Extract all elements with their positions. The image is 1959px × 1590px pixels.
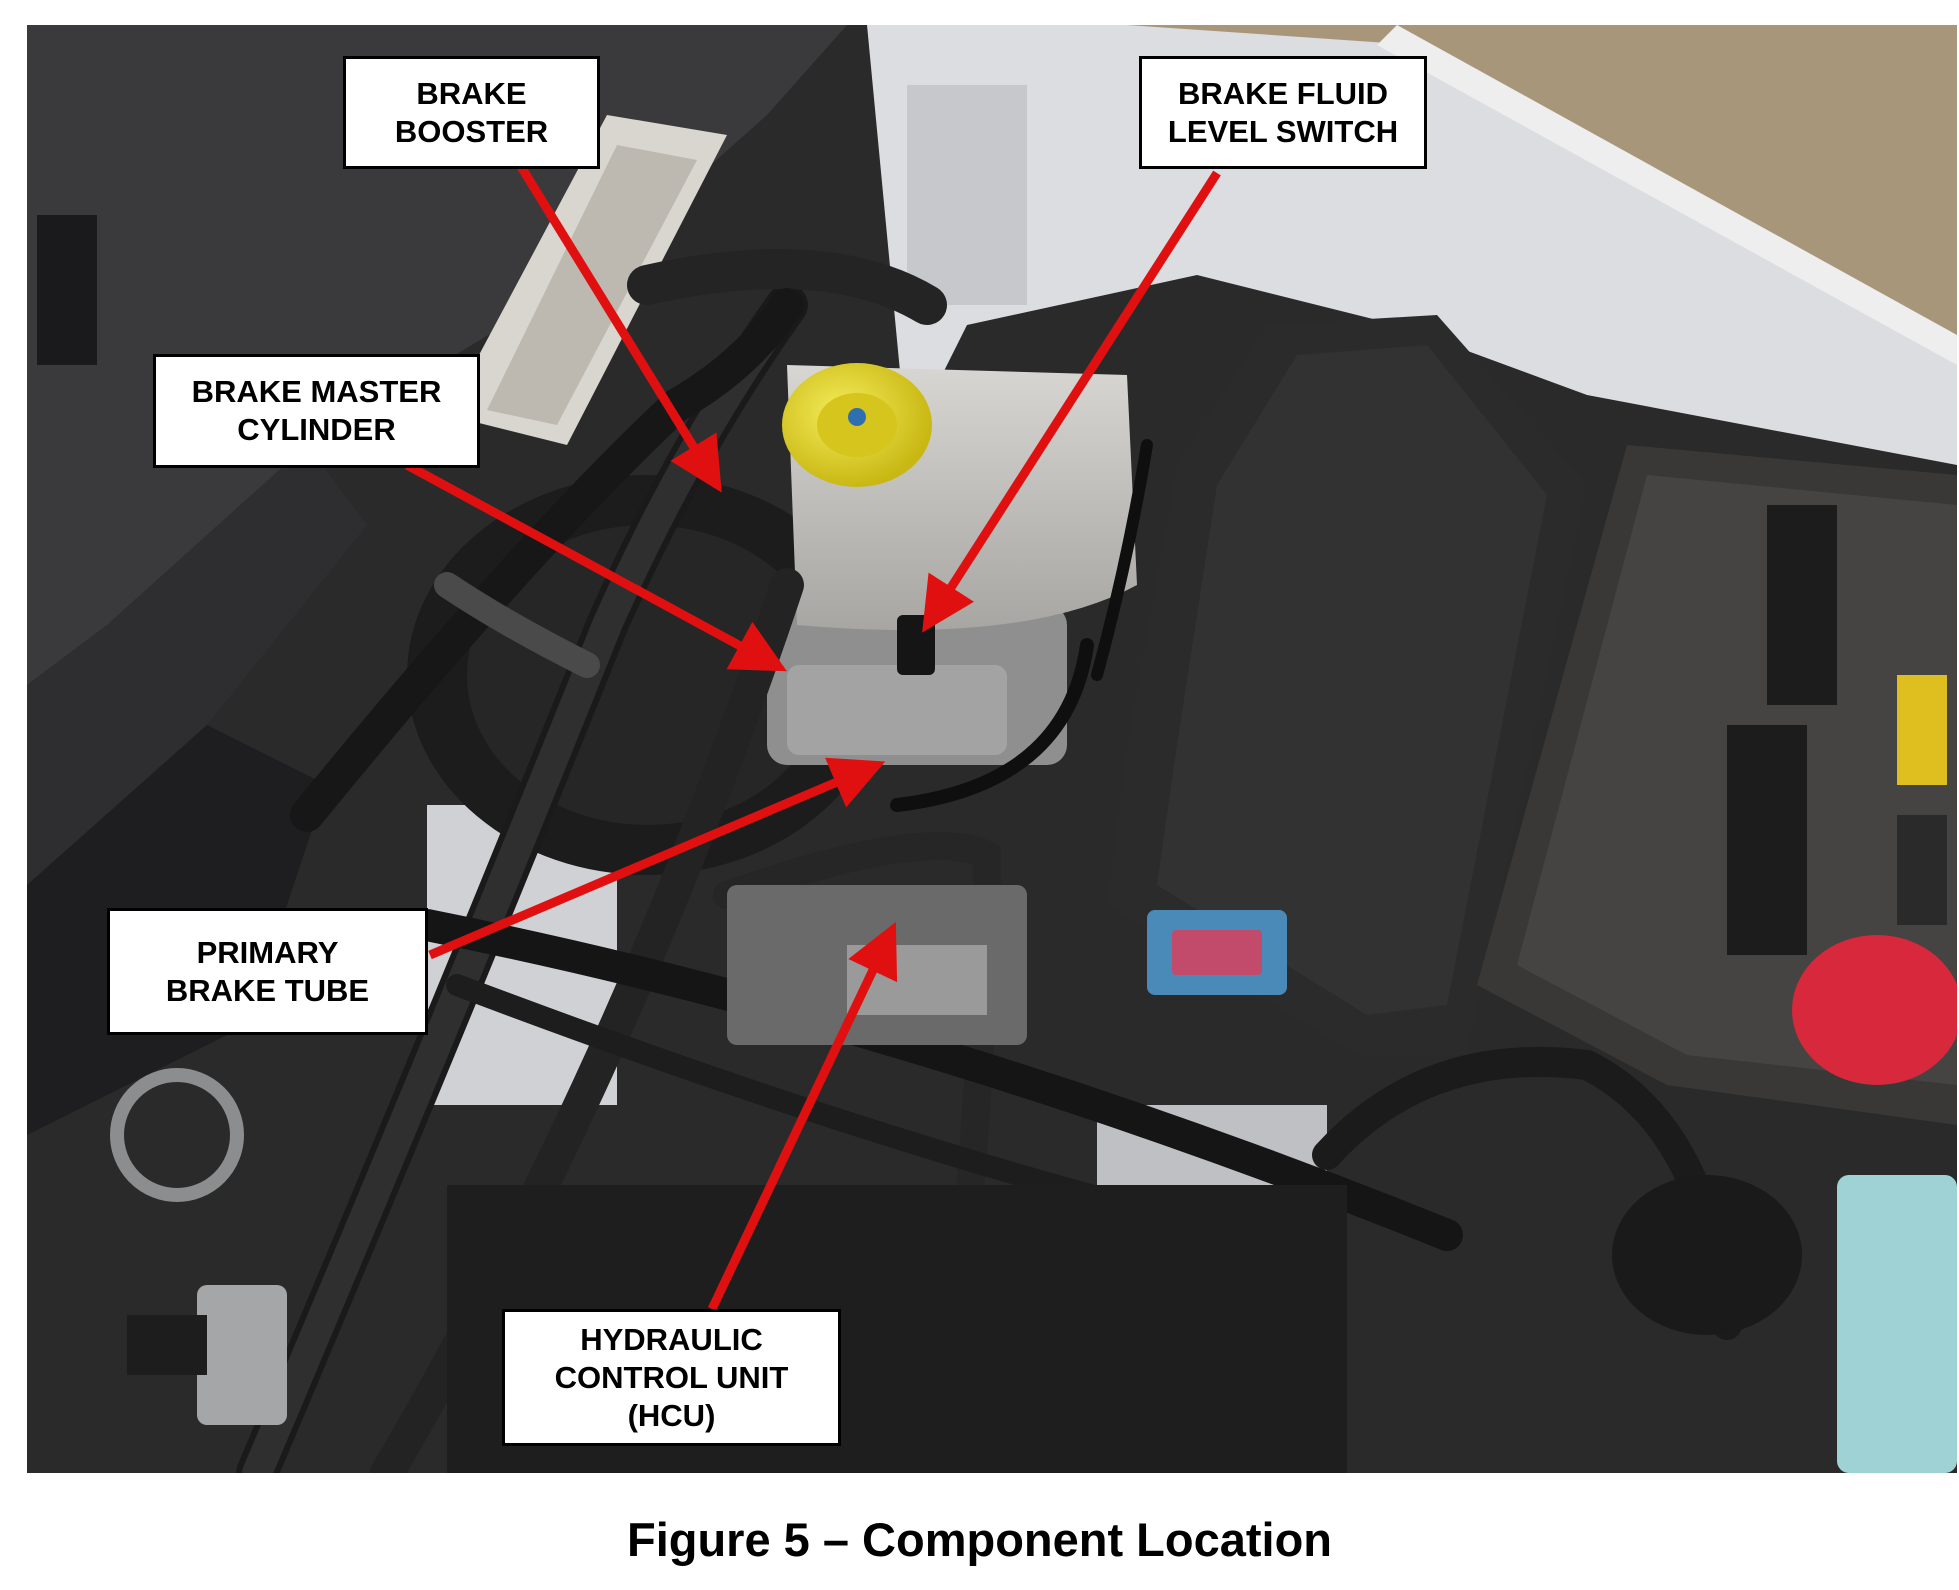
brake-booster-label-line1: BRAKE [416, 75, 527, 111]
power-distribution-center [1107, 315, 1587, 1055]
brake-booster-label-line2: BOOSTER [394, 113, 549, 149]
hydraulic-control-unit-label-line1: HYDRAULIC [580, 1321, 763, 1357]
brake-fluid-level-switch-label-line1: BRAKE FLUID [1177, 75, 1389, 111]
figure-caption: Figure 5 – Component Location [626, 1513, 1333, 1566]
brake-booster-label: BRAKE BOOSTER [343, 56, 600, 169]
hydraulic-control-unit-label-line2: CONTROL UNIT [554, 1359, 789, 1395]
battery [1477, 445, 1957, 1125]
brake-master-cylinder [767, 605, 1067, 765]
brake-fluid-level-switch-label-line2: LEVEL SWITCH [1167, 113, 1399, 149]
primary-brake-tube-label-line1: PRIMARY [196, 934, 339, 970]
brake-fluid-level-switch-label: BRAKE FLUID LEVEL SWITCH [1139, 56, 1427, 169]
brake-master-cylinder-label-line2: CYLINDER [237, 412, 396, 447]
hydraulic-control-unit-label-line3: (HCU) [627, 1397, 716, 1433]
hydraulic-control-unit-label: HYDRAULIC CONTROL UNIT (HCU) [502, 1309, 841, 1446]
brake-master-cylinder-label: BRAKE MASTER CYLINDER [153, 354, 480, 468]
engine-bay-photo [27, 25, 1957, 1473]
brake-master-cylinder-label-line1: BRAKE MASTER [191, 374, 442, 409]
brake-fluid-reservoir [782, 363, 1137, 630]
coolant-reservoir [1837, 1175, 1957, 1473]
callout-arrows [404, 157, 1221, 1311]
primary-brake-tube-label-line2: BRAKE TUBE [165, 972, 370, 1008]
primary-brake-tube-label: PRIMARY BRAKE TUBE [107, 908, 428, 1035]
